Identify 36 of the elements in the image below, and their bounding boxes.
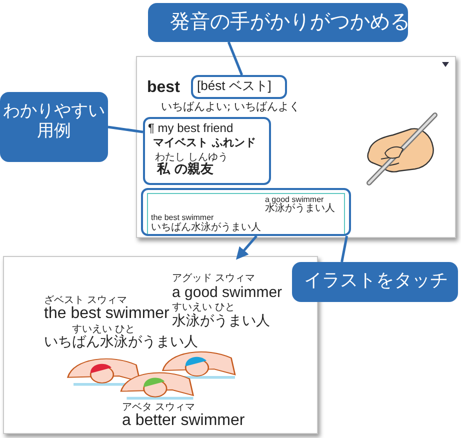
- ruby-reading: すいえい ひと: [172, 302, 236, 313]
- highlight-box: [191, 75, 287, 99]
- arrow: [236, 235, 258, 260]
- caption-text: a good swimmer: [265, 195, 324, 204]
- ruby-reading: ざベスト スウィマ: [44, 295, 128, 306]
- dictionary-screen: [3, 256, 318, 434]
- connector-line: [108, 126, 144, 134]
- connector-line: [340, 236, 348, 262]
- callout-text: イラストをタッチ: [304, 271, 448, 292]
- dictionary-screen: [136, 56, 456, 238]
- example-reading: マイベスト ふれンド: [153, 137, 256, 150]
- example-translation: 私 の親友: [157, 163, 214, 178]
- example-sentence: ¶ my best friend: [148, 122, 234, 136]
- definition-text: いちばんよい; いちばんよく: [161, 101, 300, 114]
- callout-text: わかりやすい用例: [3, 102, 105, 142]
- callout-text: 発音の手がかりがつかめる: [170, 10, 410, 33]
- caption-text: a good swimmer: [172, 284, 282, 302]
- callout-box: [292, 262, 458, 302]
- callout-box: [148, 3, 408, 42]
- caption-text: いちばん水泳がうまい人: [151, 222, 261, 234]
- headword: best: [147, 79, 180, 98]
- callout-box: [0, 92, 108, 162]
- ruby-reading: わたし しんゆう: [155, 152, 228, 163]
- highlight-box: [143, 117, 271, 185]
- pronunciation-text: [bést ベスト]: [197, 79, 272, 94]
- caption-text: いちばん水泳がうまい人: [44, 334, 198, 350]
- ruby-reading: アベタ スウィマ: [122, 402, 196, 413]
- caption-text: a better swimmer: [122, 412, 245, 430]
- caption-text: the best swimmer: [44, 305, 170, 324]
- ruby-reading: すいえい ひと: [72, 324, 136, 335]
- caption-text: 水泳がうまい人: [265, 203, 335, 214]
- connector-line: [227, 42, 244, 76]
- highlight-box: [141, 188, 351, 236]
- caption-text: the best swimmer: [151, 213, 214, 222]
- ruby-reading: アグッド スウィマ: [172, 273, 256, 284]
- caption-text: 水泳がうまい人: [172, 313, 270, 330]
